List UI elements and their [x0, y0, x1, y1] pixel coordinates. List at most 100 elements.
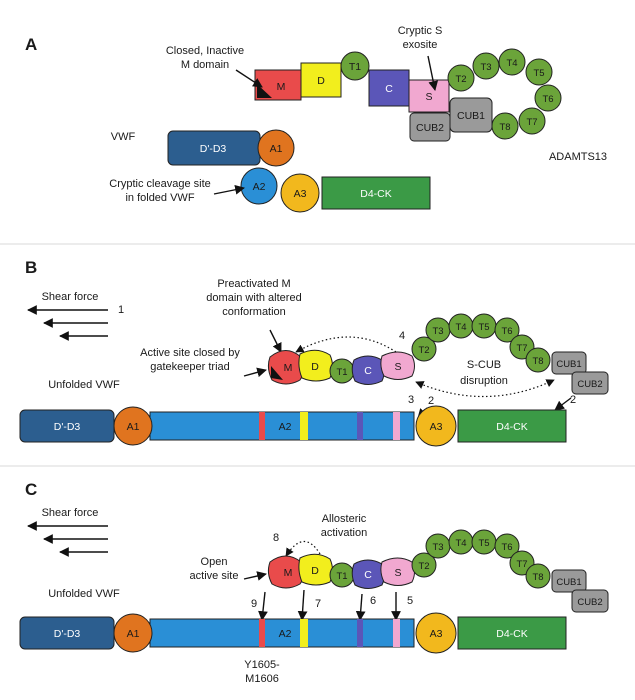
y1605-line1: Y1605- — [244, 659, 280, 671]
c-domain-a — [368, 69, 410, 107]
allosteric-line1: Allosteric — [322, 513, 367, 525]
cub2-domain-b — [571, 371, 609, 395]
a2-s-mark-b — [393, 412, 400, 440]
t7-label-c: T7 — [516, 559, 527, 570]
t2-domain-a — [447, 64, 475, 92]
preactivated-arrow — [269, 329, 282, 353]
scub-line1: S-CUB — [467, 359, 501, 371]
cub2-label-c: CUB2 — [577, 597, 602, 608]
t1-label-b: T1 — [336, 367, 347, 378]
t1-label-a: T1 — [349, 61, 361, 73]
c-domain-b — [351, 355, 385, 385]
t3-domain-a — [472, 52, 500, 80]
cleavage-annotation-line1: Cryptic cleavage site — [109, 178, 211, 190]
open-site-line2: active site — [190, 570, 239, 582]
preactivated-line1: Preactivated M — [217, 278, 290, 290]
dd3-label-b: D'-D3 — [54, 421, 81, 433]
d-label-a: D — [317, 75, 325, 87]
step-8-c: 8 — [273, 532, 279, 544]
s-label-a: S — [425, 91, 432, 103]
t5-label-b: T5 — [478, 322, 489, 333]
t6-domain-a — [534, 84, 562, 112]
closed-m-arrow — [235, 69, 263, 88]
t5-label-a: T5 — [533, 68, 544, 79]
d-label-c: D — [311, 565, 319, 577]
t7-domain-a — [518, 107, 546, 135]
s-label-c: S — [394, 567, 401, 579]
allosteric-dotted-arrow — [285, 540, 321, 557]
closed-m-annotation-line1: Closed, Inactive — [166, 45, 244, 57]
s-domain-b — [380, 351, 415, 380]
scub-line2: disruption — [460, 375, 508, 387]
t6-label-b: T6 — [501, 326, 512, 337]
a3-label-c: A3 — [430, 628, 443, 640]
t2-label-b: T2 — [418, 345, 429, 356]
closed-m-annotation-line2: M domain — [181, 59, 229, 71]
unfolded-vwf-b: D'-D3 A2 A1 A3 D4-CK — [19, 405, 567, 447]
cub1-domain-a — [449, 97, 493, 133]
preactivated-line2: domain with altered — [206, 292, 301, 304]
step-2-arrow-right — [554, 397, 572, 411]
d-domain-c — [298, 553, 333, 586]
m-label-b: M — [284, 362, 293, 374]
folded-vwf: D'-D3 A1 A2 A3 D4-CK — [167, 129, 431, 213]
adamts13-molecule-b: M D T1 C S T2 T3 T4 T5 T6 T7 T8 CUB1 CUB… — [267, 313, 609, 395]
a2-bar-b — [149, 411, 415, 441]
panel-letter-b: B — [25, 258, 37, 277]
t2-domain-c — [411, 552, 437, 578]
a3-domain-a — [280, 173, 320, 213]
a2-cleavage-mark-b — [259, 412, 265, 440]
a1-label-a: A1 — [270, 143, 283, 155]
a3-domain-b — [415, 405, 457, 447]
cub1-label-a: CUB1 — [457, 110, 485, 122]
m-label-c: M — [284, 567, 293, 579]
a2-s-mark-c — [393, 619, 400, 647]
t3-label-b: T3 — [432, 326, 443, 337]
t8-domain-c — [525, 563, 551, 589]
cryptic-s-arrow — [427, 55, 439, 91]
cleavage-arrow — [213, 184, 245, 195]
t6-domain-b — [494, 317, 520, 343]
step-6-c: 6 — [370, 595, 376, 607]
scub-disruption-arrow — [415, 379, 555, 398]
cryptic-s-annotation-line1: Cryptic S — [398, 25, 443, 37]
s-label-b: S — [394, 361, 401, 373]
c-label-b: C — [364, 365, 372, 377]
d4ck-domain-b — [457, 409, 567, 443]
step-5-c: 5 — [407, 595, 413, 607]
t1-domain-a — [340, 51, 370, 81]
t2-domain-b — [411, 336, 437, 362]
step-2-b-right: 2 — [570, 394, 576, 406]
adamts13-label: ADAMTS13 — [549, 151, 607, 163]
t7-label-b: T7 — [516, 343, 527, 354]
adamts13-molecule-c: M D T1 C S T2 T3 T4 T5 T6 T7 T8 CUB1 CUB… — [267, 529, 609, 613]
t4-domain-a — [498, 48, 526, 76]
shear-force-label-c: Shear force — [42, 507, 99, 519]
preactivated-line3: conformation — [222, 306, 286, 318]
cub1-domain-c — [551, 569, 587, 593]
active-closed-line1: Active site closed by — [140, 347, 240, 359]
cub2-domain-c — [571, 589, 609, 613]
unfolded-vwf-c: D'-D3 A2 A1 A3 D4-CK — [19, 612, 567, 654]
a1-domain-b — [113, 406, 153, 446]
shear-force-label-b: Shear force — [42, 291, 99, 303]
dd3-label-a: D'-D3 — [200, 143, 227, 155]
a3-domain-c — [415, 612, 457, 654]
a2-c-mark-c — [357, 619, 363, 647]
t8-domain-a — [491, 112, 519, 140]
t2-label-a: T2 — [455, 74, 466, 85]
a1-domain-a — [257, 129, 295, 167]
step-3-b: 3 — [408, 394, 414, 406]
d4ck-label-b: D4-CK — [496, 421, 528, 433]
step-7-arrow — [297, 589, 308, 621]
d-domain-a — [300, 62, 342, 98]
step-1-b: 1 — [118, 304, 124, 316]
step-7-c: 7 — [315, 598, 321, 610]
a2-d-mark-c — [300, 619, 308, 647]
d4ck-label-a: D4-CK — [360, 188, 392, 200]
a2-label-a: A2 — [253, 181, 266, 193]
open-site-line1: Open — [201, 556, 228, 568]
a2-label-c: A2 — [279, 628, 292, 640]
a3-label-a: A3 — [294, 188, 307, 200]
m-label-a: M — [277, 81, 286, 93]
